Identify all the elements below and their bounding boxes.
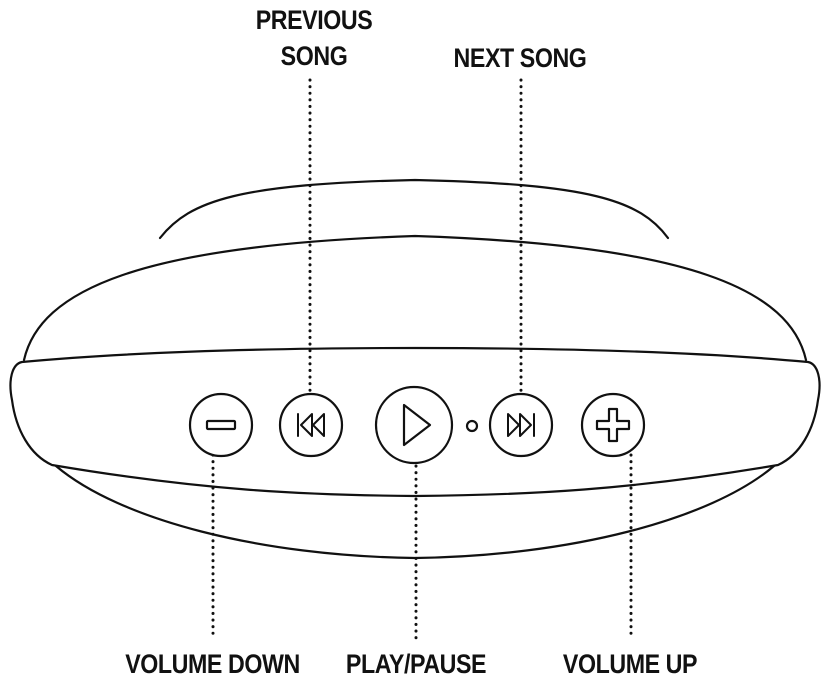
play-pause-button[interactable] <box>374 385 454 465</box>
next-song-button[interactable] <box>488 392 554 458</box>
previous-song-label: PREVIOUS SONG <box>245 2 383 74</box>
plus-icon <box>595 407 631 443</box>
volume-down-button[interactable] <box>188 392 254 458</box>
play-pause-label: PLAY/PAUSE <box>345 649 487 679</box>
status-led <box>465 419 479 433</box>
speaker-band <box>9 346 821 498</box>
play-icon <box>402 403 432 447</box>
next-song-label: NEXT SONG <box>453 43 587 73</box>
volume-up-button[interactable] <box>580 392 646 458</box>
skip-back-icon <box>297 413 325 437</box>
skip-forward-icon <box>507 413 535 437</box>
previous-song-label-line1: PREVIOUS <box>255 5 373 35</box>
minus-icon <box>205 419 237 431</box>
speaker-top-cap <box>158 178 670 240</box>
previous-song-label-line2: SONG <box>280 41 348 71</box>
previous-song-button[interactable] <box>278 392 344 458</box>
volume-down-label: VOLUME DOWN <box>125 649 300 679</box>
volume-up-label: VOLUME UP <box>562 649 698 679</box>
speaker-dome <box>22 234 808 362</box>
